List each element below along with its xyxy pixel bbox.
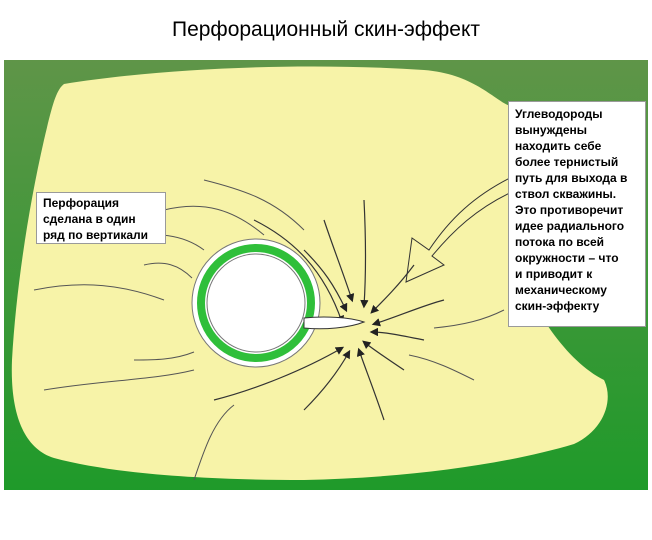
perforation-label: Перфорация сделана в один ряд по вертика…	[36, 192, 166, 244]
wellbore-inner	[206, 253, 306, 353]
explanation-label: Углеводороды вынуждены находить себе бол…	[508, 101, 646, 327]
perforation-tunnel	[303, 316, 366, 330]
pointer-arrow	[405, 174, 517, 283]
flow-lines	[213, 199, 445, 421]
casing-ring	[197, 244, 315, 362]
page-title: Перфорационный скин-эффект	[171, 18, 481, 41]
